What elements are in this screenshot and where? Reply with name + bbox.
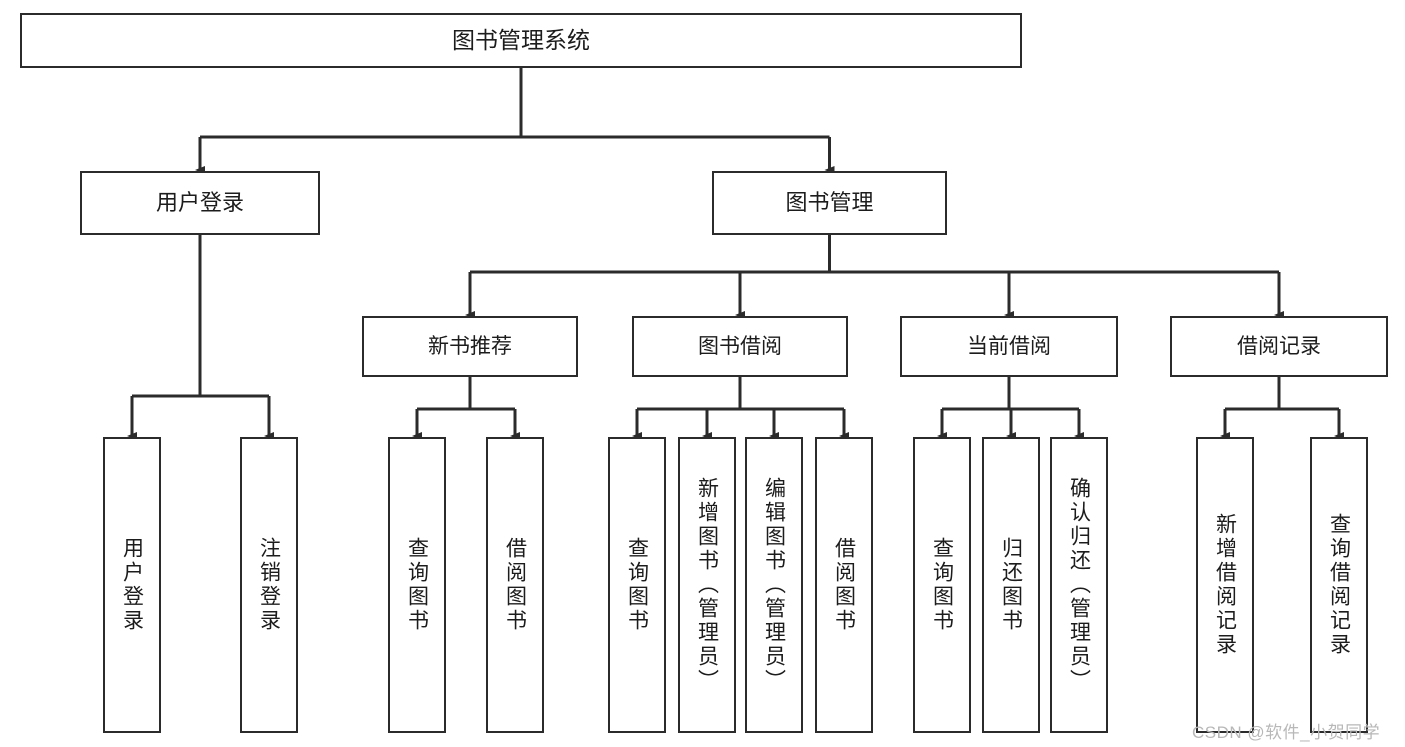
node-label: 借阅图书 — [832, 537, 856, 633]
node-label: 注销登录 — [257, 537, 281, 633]
node-label: 图书管理 — [785, 189, 874, 215]
node-book-mgmt[interactable]: 图书管理 — [712, 171, 947, 235]
node-label: 新增借阅记录 — [1213, 513, 1237, 657]
node-label: 查询图书 — [625, 537, 649, 633]
node-leaf-user-logout[interactable]: 注销登录 — [240, 437, 298, 733]
node-label: 新增图书（管理员） — [695, 477, 719, 693]
node-label: 借阅图书 — [503, 537, 527, 633]
csdn-watermark: CSDN @软件_小贺同学 — [1192, 723, 1381, 742]
node-root[interactable]: 图书管理系统 — [20, 13, 1022, 68]
node-leaf-query-book-c[interactable]: 查询图书 — [913, 437, 971, 733]
node-leaf-borrow-book-b[interactable]: 借阅图书 — [815, 437, 873, 733]
node-user-login[interactable]: 用户登录 — [80, 171, 320, 235]
node-leaf-query-book-rec[interactable]: 查询图书 — [388, 437, 446, 733]
node-label: 归还图书 — [999, 537, 1023, 633]
node-leaf-borrow-book-rec[interactable]: 借阅图书 — [486, 437, 544, 733]
node-label: 图书管理系统 — [452, 26, 590, 53]
edge-layer — [127, 68, 1344, 440]
node-label: 借阅记录 — [1237, 334, 1321, 358]
node-leaf-add-book[interactable]: 新增图书（管理员） — [678, 437, 736, 733]
node-leaf-add-record[interactable]: 新增借阅记录 — [1196, 437, 1254, 733]
node-book-borrow[interactable]: 图书借阅 — [632, 316, 848, 377]
node-leaf-user-login[interactable]: 用户登录 — [103, 437, 161, 733]
node-new-book-rec[interactable]: 新书推荐 — [362, 316, 578, 377]
node-label: 用户登录 — [120, 537, 144, 633]
node-label: 查询图书 — [405, 537, 429, 633]
node-label: 新书推荐 — [428, 334, 512, 358]
node-label: 编辑图书（管理员） — [762, 477, 786, 693]
node-label: 用户登录 — [155, 189, 244, 215]
node-leaf-return-book[interactable]: 归还图书 — [982, 437, 1040, 733]
node-current-borrow[interactable]: 当前借阅 — [900, 316, 1118, 377]
node-leaf-query-record[interactable]: 查询借阅记录 — [1310, 437, 1368, 733]
node-leaf-query-book-b[interactable]: 查询图书 — [608, 437, 666, 733]
node-label: 当前借阅 — [967, 334, 1051, 358]
node-leaf-confirm-return[interactable]: 确认归还（管理员） — [1050, 437, 1108, 733]
node-label: 确认归还（管理员） — [1067, 477, 1091, 693]
node-leaf-edit-book[interactable]: 编辑图书（管理员） — [745, 437, 803, 733]
node-label: 查询借阅记录 — [1327, 513, 1351, 657]
node-borrow-record[interactable]: 借阅记录 — [1170, 316, 1388, 377]
node-label: 图书借阅 — [698, 334, 782, 358]
node-label: 查询图书 — [930, 537, 954, 633]
